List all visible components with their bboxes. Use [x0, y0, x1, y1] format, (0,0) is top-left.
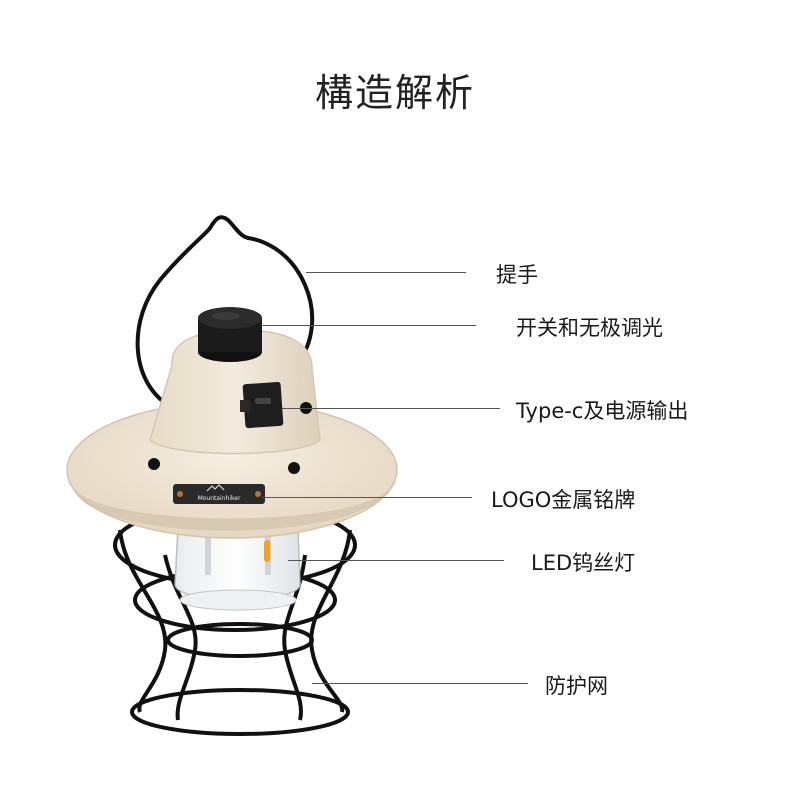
leader-logo	[262, 497, 472, 498]
handle-wire	[135, 215, 315, 407]
leader-handle	[306, 272, 466, 273]
led-filament-glow	[264, 540, 270, 562]
label-guard: 防护网	[545, 674, 608, 698]
glass-globe	[174, 527, 301, 601]
nameplate-text: Mountainhiker	[198, 495, 241, 502]
label-filament: LED钨丝灯	[531, 551, 636, 575]
label-knob: 开关和无极调光	[516, 316, 663, 340]
screw-front-right	[288, 462, 300, 474]
label-handle: 提手	[496, 263, 538, 287]
page-title: 構造解析	[314, 71, 475, 115]
label-typec: Type-c及电源输出	[516, 399, 689, 423]
leader-knob	[262, 325, 476, 326]
label-logo: LOGO金属铭牌	[491, 488, 636, 512]
leader-guard	[312, 683, 528, 684]
typec-port-cover	[242, 381, 284, 429]
screw-front-left	[148, 458, 160, 470]
leader-filament	[288, 560, 504, 561]
logo-nameplate	[173, 484, 265, 504]
leader-typec	[282, 408, 500, 409]
